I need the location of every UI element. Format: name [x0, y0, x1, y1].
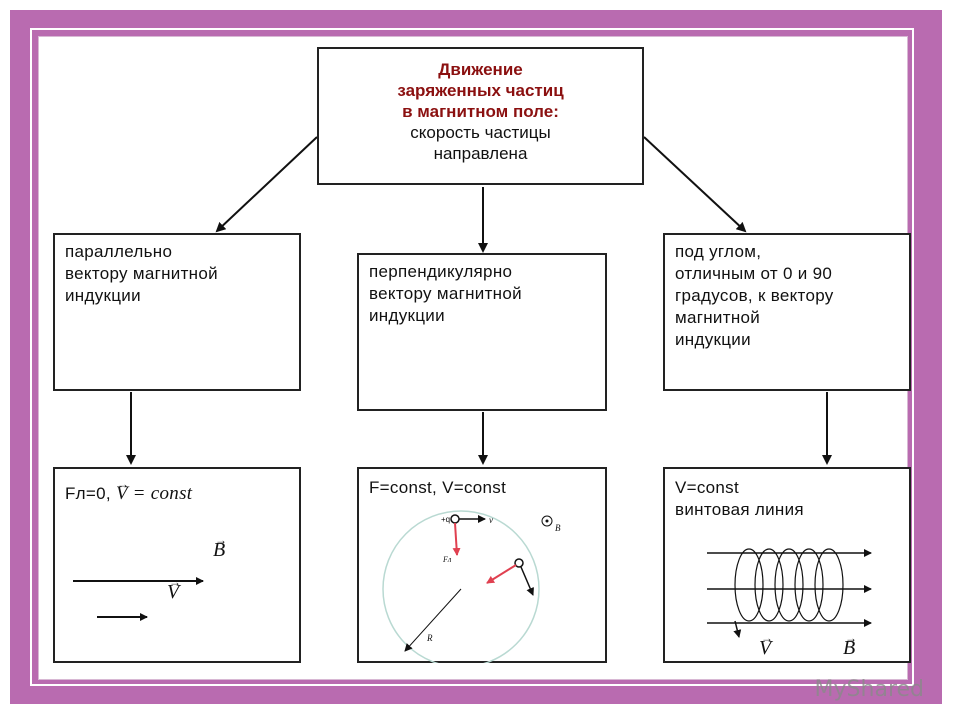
diagram-canvas: Движение заряженных частиц в магнитном п… [38, 36, 911, 680]
vector-v-label: →V [167, 575, 181, 603]
connector-layer [126, 136, 832, 465]
result-perpendicular-formula: F=const, V=const [369, 478, 507, 497]
branch-parallel-line-2: вектору магнитной [65, 264, 218, 283]
branch-angle-line-3: градусов, к вектору [675, 286, 834, 305]
charge-label: +q [441, 515, 451, 524]
helix-v-label: →V [759, 631, 773, 659]
result-parallel-formula-prefix: Fл=0, [65, 484, 111, 503]
velocity-right-arrow [520, 566, 534, 596]
branch-perpendicular-line-1: перпендикулярно [369, 262, 513, 281]
velocity-label: v [489, 515, 493, 525]
branch-perpendicular-line-2: вектору магнитной [369, 284, 522, 303]
watermark-logo: MyShared [814, 677, 924, 702]
branch-angle-line-2: отличным от 0 и 90 [675, 264, 833, 283]
result-angle-line-1: V=const [675, 478, 739, 497]
trajectory-circle [382, 510, 540, 663]
branch-angle-line-5: индукции [675, 330, 751, 349]
branch-perpendicular-box: перпендикулярно вектору магнитной индукц… [357, 253, 607, 411]
branch-angle-line-4: магнитной [675, 308, 761, 327]
result-angle-line-2: винтовая линия [675, 500, 804, 519]
vector-b-label: →B [213, 533, 227, 561]
helix-velocity-arrow [733, 620, 742, 638]
branch-parallel-line-1: параллельно [65, 242, 173, 261]
frame-border-line [30, 28, 914, 686]
charge-top [450, 514, 460, 524]
title-sub-1: скорость частицы [410, 123, 551, 142]
branch-parallel-line-3: индукции [65, 286, 141, 305]
helix-coils [734, 548, 844, 622]
result-angle-box: V=const винтовая линия →V →B [663, 467, 911, 663]
force-right-arrow [486, 564, 517, 584]
parallel-vectors-figure [73, 577, 204, 621]
result-perpendicular-box: F=const, V=const +q v Fл R B [357, 467, 607, 663]
radius-line [404, 588, 462, 652]
title-heading-1: Движение [438, 60, 523, 79]
arrow-title-to-left [215, 136, 318, 233]
branch-angle-line-1: под углом, [675, 242, 762, 261]
branch-angle-box: под углом, отличным от 0 и 90 градусов, … [663, 233, 911, 391]
force-label: Fл [443, 555, 452, 564]
field-label: B [555, 523, 561, 533]
radius-label: R [427, 633, 433, 643]
result-parallel-box: Fл=0, → V = const →B →V [53, 467, 301, 663]
title-heading-3: в магнитном поле: [402, 102, 559, 121]
title-sub-2: направлена [433, 144, 528, 163]
title-heading-2: заряженных частиц [397, 81, 564, 100]
helix-figure [707, 548, 872, 638]
helix-b-label: →B [843, 631, 857, 659]
charge-right [514, 558, 524, 568]
result-parallel-vec-v: V [115, 483, 128, 504]
branch-parallel-box: параллельно вектору магнитной индукции [53, 233, 301, 391]
title-box: Движение заряженных частиц в магнитном п… [317, 47, 644, 185]
force-top-arrow [452, 522, 461, 556]
field-symbol [541, 515, 553, 527]
branch-perpendicular-line-3: индукции [369, 306, 445, 325]
arrow-title-to-right [643, 136, 747, 233]
result-parallel-formula-rest: = const [132, 483, 193, 504]
circular-motion-figure [382, 510, 553, 663]
